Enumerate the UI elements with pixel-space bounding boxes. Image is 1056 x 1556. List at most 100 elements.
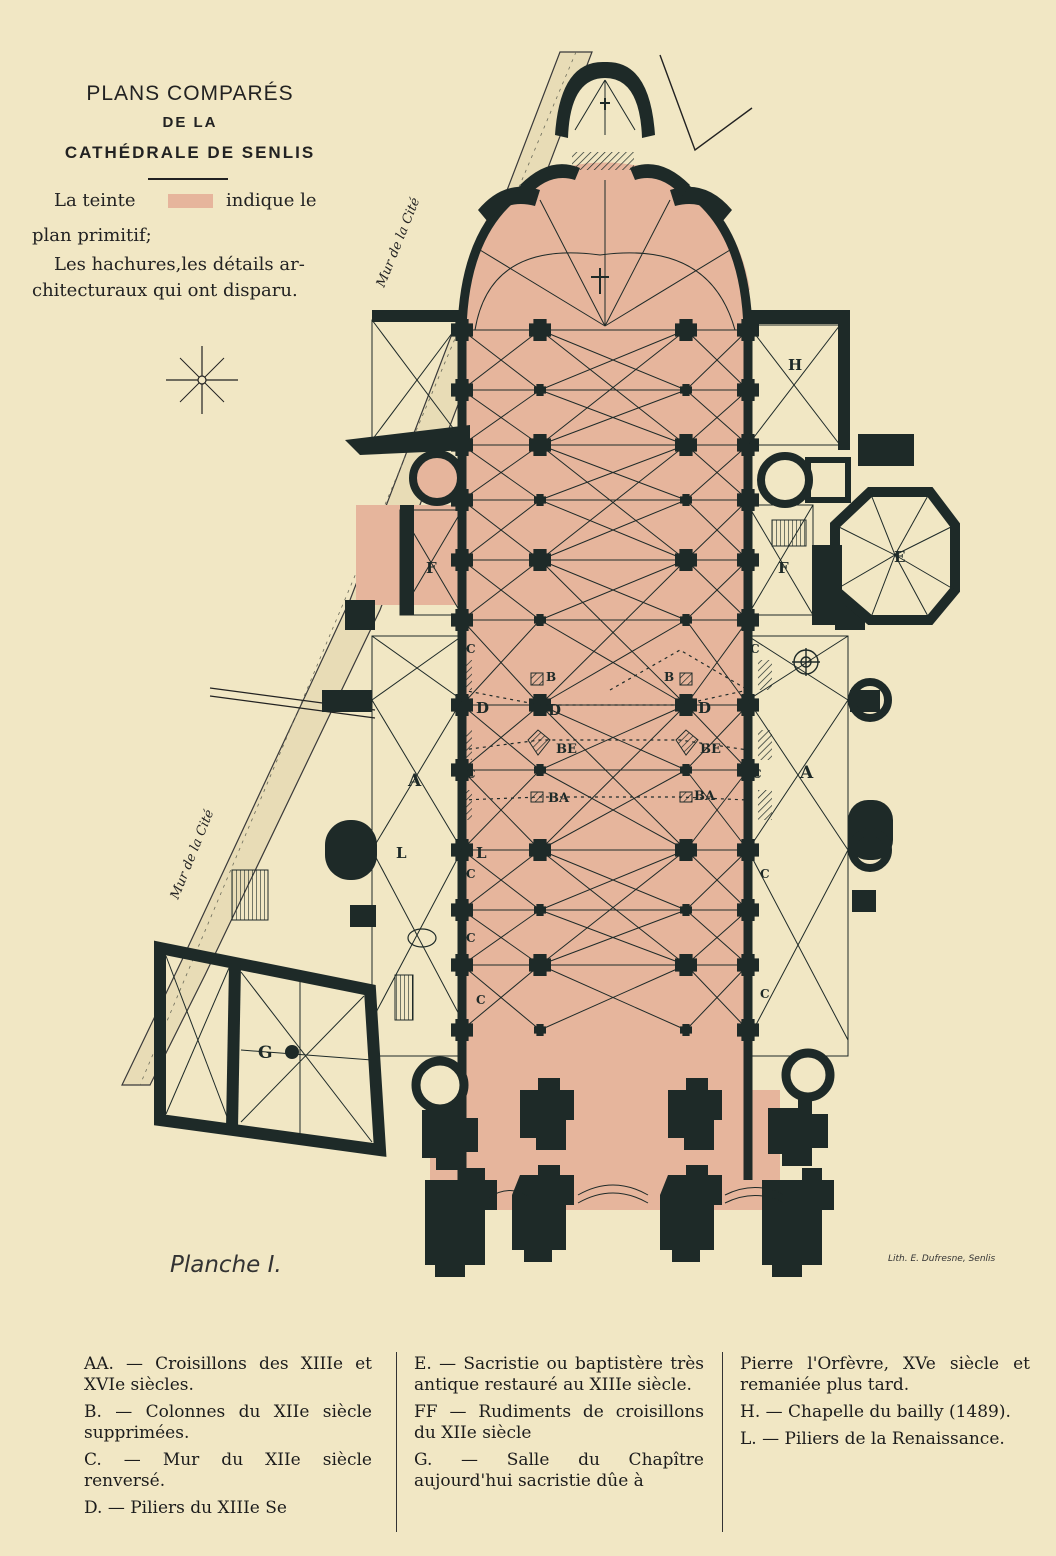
label-D-3: D <box>698 699 711 717</box>
label-C: C <box>760 987 770 1001</box>
vault-rib <box>685 619 749 706</box>
label-C: C <box>750 642 760 656</box>
pier <box>534 904 546 916</box>
note-tint-line2: plan primitif; <box>32 225 152 246</box>
pier <box>529 549 551 571</box>
boundary-line <box>209 695 376 719</box>
hatched-apse-detail <box>572 152 634 170</box>
vault-rib <box>539 444 687 501</box>
label-C: C <box>466 867 476 881</box>
vault-rib <box>539 849 687 911</box>
vault-rib <box>539 769 687 851</box>
label-G: G <box>258 1043 273 1063</box>
label-BA-2: BA <box>694 789 716 804</box>
pier <box>534 764 546 776</box>
sacristy-E <box>812 434 960 625</box>
plan-title-connector: DE LA <box>162 114 218 131</box>
cross-icon <box>591 98 610 294</box>
vault-rib <box>685 444 749 501</box>
pier <box>529 319 551 341</box>
pier <box>675 549 697 571</box>
plan-subtitle: CATHÉDRALE DE SENLIS <box>64 143 316 162</box>
note-hatching-line2: chitecturaux qui ont disparu. <box>32 280 298 301</box>
note-tint-suffix: indique le <box>226 190 317 211</box>
apse-chapel <box>478 61 732 222</box>
west-facade <box>411 1048 835 1277</box>
pier <box>675 319 697 341</box>
legend-column-2: E. — Sacristie ou baptistère très antiqu… <box>414 1354 704 1498</box>
vault-rib <box>539 704 687 851</box>
primitive-plan-tint <box>356 162 780 1210</box>
legend-divider <box>396 1352 397 1532</box>
pier <box>534 384 546 396</box>
boundary-line <box>659 54 753 152</box>
vault-rib <box>539 329 687 391</box>
wall-C-strips <box>458 660 772 820</box>
legend-entry: C. — Mur du XIIe siècle renversé. <box>84 1450 372 1491</box>
label-L-left: L <box>396 844 407 862</box>
pier <box>529 839 551 861</box>
cathedral-plan: Mur de la Cité Mur de la Cité <box>121 51 960 1277</box>
pier <box>680 614 692 626</box>
pier <box>529 954 551 976</box>
chapel-left-walls <box>345 310 470 615</box>
plate-caption: Planche I. <box>170 1252 282 1278</box>
label-D-1: D <box>476 699 489 717</box>
transept-left <box>371 635 463 1057</box>
legend-column-3: Pierre l'Orfèvre, XVe siècle et remaniée… <box>740 1354 1030 1456</box>
vault-rib <box>685 499 749 561</box>
vault-rib <box>461 444 541 501</box>
vault-rib <box>539 849 687 966</box>
vault-rib <box>461 909 541 966</box>
vault-rib <box>461 704 541 771</box>
chapel-H-walls <box>748 310 851 508</box>
street-label-lower: Mur de la Cité <box>167 807 217 902</box>
pier <box>534 494 546 506</box>
label-BE-1: BE <box>556 742 577 757</box>
label-C: C <box>760 867 770 881</box>
vault-rib <box>539 389 687 446</box>
label-F-left: F <box>426 559 437 577</box>
vault-rib <box>461 849 541 911</box>
vault-rib <box>539 559 687 621</box>
label-A-right: A <box>799 763 814 783</box>
facade-steps <box>487 1184 786 1204</box>
legend-entry: H. — Chapelle du bailly (1489). <box>740 1402 1011 1422</box>
label-C: C <box>466 931 476 945</box>
legend-entry: G. — Salle du Chapître aujourd'hui sacri… <box>414 1450 704 1491</box>
vault-rib <box>539 619 687 706</box>
note-hatching-line1: Les hachures,les détails ar- <box>54 254 305 275</box>
vault-rib <box>685 964 749 1031</box>
hatched-stair <box>771 519 807 547</box>
nave-vaults <box>461 329 749 1031</box>
label-B-1: B <box>546 670 556 684</box>
legend-entry: B. — Colonnes du XIIe siècle supprimées. <box>84 1402 372 1443</box>
legend-entry: L. — Piliers de la Renaissance. <box>740 1429 1005 1449</box>
vault-rib <box>685 849 749 911</box>
vault-rib <box>461 559 541 621</box>
dotted-outline <box>461 649 749 801</box>
legend-entry: E. — Sacristie ou baptistère très antiqu… <box>414 1354 704 1395</box>
vault-rib <box>461 619 541 706</box>
vault-rib <box>539 909 687 966</box>
basin-icon <box>407 928 437 948</box>
pier <box>680 494 692 506</box>
pier <box>675 839 697 861</box>
plan-title: PLANS COMPARÉS <box>86 82 294 105</box>
vault-rib <box>539 444 687 561</box>
label-C: C <box>752 767 762 781</box>
legend-entry: FF — Rudiments de croisillons du XIIe si… <box>414 1402 704 1443</box>
printer-credit: Lith. E. Dufresne, Senlis <box>888 1254 996 1264</box>
vault-rib <box>461 499 541 561</box>
chapel-H <box>747 324 841 446</box>
apse-vault-lines <box>474 79 736 331</box>
vault-rib <box>539 559 687 706</box>
vault-rib <box>539 704 687 771</box>
vault-rib <box>539 964 687 1031</box>
label-H: H <box>788 356 802 374</box>
legend-divider <box>722 1352 723 1532</box>
tint-swatch <box>168 194 213 208</box>
vault-rib <box>685 329 749 391</box>
column-B-markers <box>527 672 699 803</box>
label-L-center: L <box>476 844 487 862</box>
